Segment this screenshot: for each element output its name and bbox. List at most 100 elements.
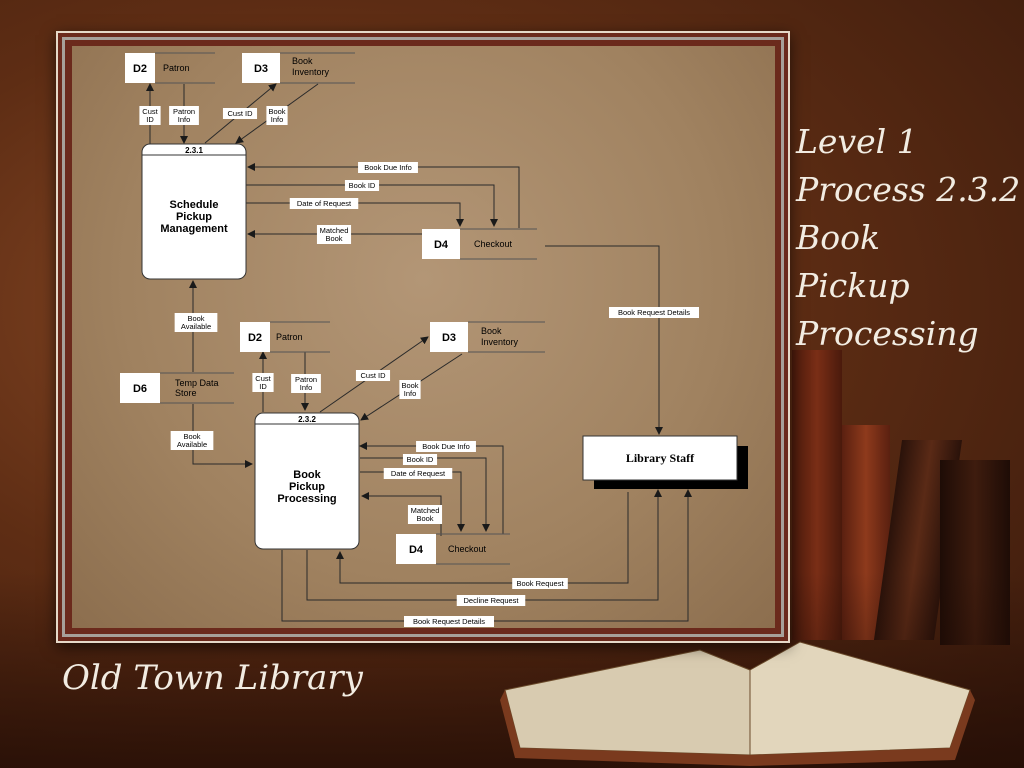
flow-label-text: ID [146,115,154,124]
flow-label-text: Cust ID [360,371,386,380]
flow-label-req-details-2: Book Request Details [404,616,494,627]
flow-label-text: Book Request Details [618,308,690,317]
flow-label-book-id-1: Book ID [344,180,380,191]
flow-label-decline-request: Decline Request [456,595,526,606]
flow-label-text: Date of Request [391,469,446,478]
flow-label-text: Date of Request [297,199,352,208]
flow-label-text: Patron [173,107,195,116]
flow-label-due-info-1: Book Due Info [358,162,418,173]
flow-line [359,442,504,534]
data-store-d4-top: D4 Checkout [422,228,537,260]
flow-line [545,245,663,435]
process-2-3-1: 2.3.1 Schedule Pickup Management [141,143,247,280]
title-line: Processing [796,314,979,353]
flow-line [336,492,629,584]
flow-label-book-request: Book Request [512,578,568,589]
flow-label-text: Book [268,107,285,116]
flow-label-text: Book Request Details [413,617,485,626]
process-id: 2.3.2 [298,415,316,424]
flow-label-text: Book [187,314,204,323]
flow-line [246,184,498,227]
library-name: Old Town Library [62,658,363,698]
flow-label-book-id-2: Book ID [402,454,438,465]
store-name-line: Book [481,326,502,336]
flow-label-text: Matched [411,506,440,515]
entity-name: Library Staff [626,451,695,465]
flow-label-text: Book Due Info [422,442,470,451]
flow-label-text: Book [416,514,433,523]
flow-label-text: Available [177,440,207,449]
flow-label-text: Book [325,234,342,243]
flow-label-text: Info [300,383,313,392]
flow-label-text: Cust [142,107,158,116]
store-id: D3 [254,63,268,75]
title-line: Level 1 [796,122,918,161]
flow-line [192,404,253,468]
title-line: Book [796,218,880,257]
store-id: D4 [434,239,449,251]
flow-label-text: Book ID [407,455,434,464]
flow-label-text: Decline Request [463,596,519,605]
flow-label-text: Cust ID [227,109,253,118]
process-2-3-2: 2.3.2 Book Pickup Processing [254,412,360,550]
flow-label-text: Patron [295,375,317,384]
entity-library-staff: Library Staff [582,435,748,489]
flow-label-date-req-1: Date of Request [289,198,359,209]
flow-label-cust-id-4: Cust ID [355,370,391,381]
title-line: Process 2.3.2 [796,170,1021,209]
flow-label-text: Matched [320,226,349,235]
store-id: D3 [442,332,456,344]
process-name-line: Schedule [170,199,219,211]
process-name-line: Pickup [176,211,212,223]
flow-label-date-req-2: Date of Request [383,468,453,479]
data-store-d2-top: D2 Patron [125,52,215,84]
process-name-line: Book [293,469,321,481]
flow-label-text: Book ID [349,181,376,190]
process-name-line: Management [160,223,228,235]
flow-label-text: Info [178,115,191,124]
store-name-line: Inventory [481,337,519,347]
process-name-line: Pickup [289,481,325,493]
store-id: D2 [133,63,147,75]
store-name-line: Temp Data [175,378,219,388]
diagram-frame-border [62,37,784,637]
data-store-d3-mid: D3 Book Inventory [430,321,545,353]
data-store-d4-bottom: D4 Checkout [396,533,510,565]
flow-label-text: Book [401,381,418,390]
data-store-d3-top: D3 Book Inventory [242,52,355,84]
flow-label-text: Cust [255,374,271,383]
flow-label-due-info-2: Book Due Info [416,441,476,452]
process-id: 2.3.1 [185,146,203,155]
flow-label-text: Book Due Info [364,163,412,172]
flow-line [247,163,520,228]
store-name: Patron [276,332,303,342]
open-book-illustration [500,641,975,766]
store-name-line: Book [292,56,313,66]
process-name-line: Processing [277,493,336,505]
store-id: D6 [133,383,147,395]
flow-label-text: Book [183,432,200,441]
title-line: Pickup [796,266,910,305]
store-name: Checkout [448,544,487,554]
flow-label-text: Book Request [516,579,564,588]
store-name-line: Inventory [292,67,330,77]
store-id: D4 [409,544,424,556]
flow-label-text: Info [404,389,417,398]
flow-label-cust-id-2: Cust ID [222,108,258,119]
flow-label-req-details-1: Book Request Details [609,307,699,318]
flow-line [360,457,490,532]
flow-label-text: ID [259,382,267,391]
store-id: D2 [248,332,262,344]
data-store-d2-mid: D2 Patron [240,321,330,353]
flow-label-text: Available [181,322,211,331]
